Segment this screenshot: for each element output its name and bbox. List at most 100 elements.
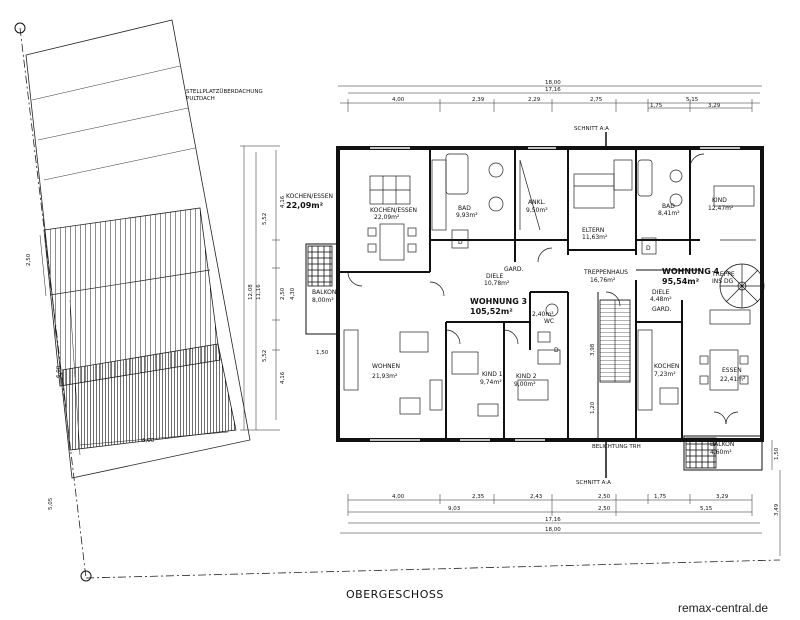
area-eltern: 11,63m²: [582, 234, 608, 241]
door-label-d2: D: [646, 245, 651, 252]
label-treppe: TREPPE: [711, 271, 735, 278]
label-belichtung: BELICHTUNG TRH: [592, 444, 641, 450]
label-diele-4: DIELE: [652, 289, 670, 296]
label-ankl: ANKL.: [528, 199, 546, 206]
bottom-dimensions: [340, 494, 762, 534]
area-balkon-east: 4,60m²: [710, 449, 732, 456]
dim-bot-d: 2,50: [598, 494, 611, 500]
label-essen: ESSEN: [722, 367, 742, 374]
carport-label-2: PULTDACH: [186, 96, 215, 102]
dim-top-c: 2,29: [528, 97, 541, 103]
dim-bot-g: 9,03: [448, 506, 461, 512]
label-kind-2: KIND 2: [516, 373, 537, 380]
dim-left-a: 4,16: [280, 195, 286, 208]
dim-bot-a: 4,00: [392, 494, 405, 500]
dim-left-d: 11,16: [256, 284, 262, 300]
dim-bot-e: 1,75: [654, 494, 667, 500]
dim-top-sub: 17,16: [545, 87, 561, 93]
label-kochen: KOCHEN: [654, 363, 679, 370]
label-treppenhaus: TREPPENHAUS: [583, 269, 628, 276]
dim-bot-h: 2,50: [598, 506, 611, 512]
dim-bot-b: 2,35: [472, 494, 485, 500]
area-bad-2: 8,41m²: [658, 210, 680, 217]
area-wc: 2,40m²: [532, 311, 554, 318]
dim-bot-f: 3,29: [716, 494, 729, 500]
dim-right-b: 3,49: [774, 503, 780, 516]
site-corner-marker-bottom: [80, 570, 92, 582]
label-diele-3: DIELE: [486, 273, 504, 280]
label-bad-1: BAD: [458, 205, 471, 212]
dim-top-total: 18,00: [545, 80, 561, 86]
dim-top-a: 4,00: [392, 97, 405, 103]
area-kind-1: 9,74m²: [480, 379, 502, 386]
dim-bot-sub: 17,16: [545, 517, 561, 523]
section-marker-bottom: SCHNITT A:A: [576, 480, 611, 486]
area-diele-4: 4,48m²: [650, 296, 672, 303]
label-gard-3: GARD.: [504, 266, 524, 273]
left-dimensions: [240, 145, 280, 431]
area-kochen-essen-outside: 22,09m²: [286, 201, 324, 210]
dim-site-c: 6,00: [142, 438, 155, 444]
label-bad-2: BAD: [662, 203, 675, 210]
building: [336, 146, 764, 442]
watermark: remax-central.de: [678, 601, 768, 615]
label-treppe-sub: INS DG: [712, 278, 734, 285]
section-marker-top: SCHNITT A:A: [574, 126, 609, 132]
floor-title: OBERGESCHOSS: [346, 588, 444, 601]
dim-left-f: 5,52: [262, 350, 268, 362]
carport-label-1: STELLPLATZÜBERDACHUNG: [186, 88, 263, 95]
dim-left-e: 12,08: [248, 284, 254, 300]
area-kochen-essen: 22,09m²: [374, 214, 400, 221]
area-diele-3: 10,78m²: [484, 280, 510, 287]
dim-top-d: 2,75: [590, 97, 603, 103]
area-wohnung-4: 95,54m²: [662, 277, 700, 286]
dim-stair-a: 3,98: [590, 343, 596, 356]
balcony-west-railing: [307, 245, 333, 287]
label-wohnung-4: WOHNUNG 4: [662, 267, 720, 276]
dim-bot-c: 2,43: [530, 494, 543, 500]
dim-site-a: 2,50: [26, 253, 32, 266]
furniture: [343, 153, 756, 417]
dim-top-e: 1,75: [650, 103, 663, 109]
area-kochen: 7,23m²: [654, 371, 676, 378]
dim-top-b: 2,39: [472, 97, 485, 103]
top-dimensions: [338, 85, 762, 112]
dim-stair-b: 1,20: [590, 401, 596, 414]
label-kind-1: KIND 1: [482, 371, 503, 378]
carport-roof-dense-hatch: [61, 343, 237, 451]
site-corner-marker-top: [14, 22, 26, 34]
label-balkon-east: BALKON: [710, 441, 734, 448]
area-balkon-west: 8,00m²: [312, 297, 334, 304]
label-gard-4: GARD.: [652, 306, 672, 313]
door-label-d3: D: [554, 347, 559, 354]
label-kind-right: KIND: [712, 197, 727, 204]
balcony-east: [683, 435, 763, 471]
area-treppenhaus: 16,76m²: [590, 277, 616, 284]
area-ankl: 9,50m²: [526, 207, 548, 214]
dim-top-g: 5,15: [686, 97, 699, 103]
site-plan: 2,50 6,00 6,00 5,05: [14, 19, 781, 582]
door-label-d1: D: [458, 239, 463, 246]
dim-site-d: 5,05: [48, 497, 54, 510]
area-kind-right: 12,47m²: [708, 205, 734, 212]
balcony-east-railing: [685, 437, 717, 469]
area-wohnung-3: 105,52m²: [470, 307, 513, 316]
label-wohnung-3: WOHNUNG 3: [470, 297, 527, 306]
area-essen: 22,41m²: [720, 376, 746, 383]
dim-left-c: 2,50: [280, 287, 286, 300]
dim-site-b: 6,00: [56, 365, 62, 378]
area-kind-2: 9,00m²: [514, 381, 536, 388]
label-balkon-west: BALKON: [312, 289, 336, 296]
label-eltern: ELTERN: [582, 227, 604, 234]
balcony-west: [305, 243, 339, 335]
label-kochen-essen: KOCHEN/ESSEN: [370, 207, 417, 214]
dim-balkon-w-h: 4,30: [290, 287, 296, 300]
label-wohnen: WOHNEN: [372, 363, 400, 370]
area-bad-1: 9,93m²: [456, 212, 478, 219]
dim-bot-total: 18,00: [545, 527, 561, 533]
label-kochen-essen-outside: KOCHEN/ESSEN: [286, 193, 333, 200]
dim-left-g: 4,16: [280, 371, 286, 384]
spiral-stair: [719, 263, 765, 309]
label-wc: WC: [544, 318, 554, 325]
